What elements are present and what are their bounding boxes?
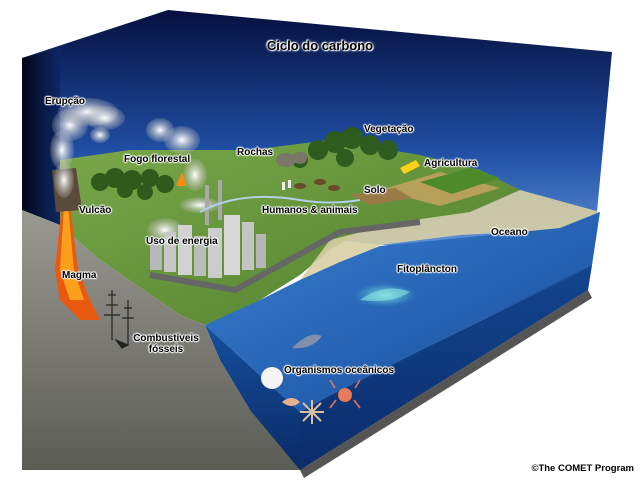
city-buildings [150, 180, 266, 278]
label-energy-use: Uso de energia [146, 236, 218, 247]
label-phytoplankton: Fitoplâncton [397, 264, 457, 275]
river [199, 195, 361, 213]
animals [294, 179, 340, 191]
tractor [400, 160, 420, 174]
magma-glow [60, 205, 84, 300]
fire-flame [176, 172, 186, 186]
label-ocean-organisms: Organismos oceânicos [284, 365, 395, 376]
ocean-surface [205, 212, 600, 412]
crab [329, 379, 361, 409]
label-fossil-fuels: Combustíveis fósseis [133, 333, 199, 355]
crop-rows [420, 168, 500, 194]
ground-cross-section [22, 210, 305, 470]
copyright-credit: ©The COMET Program [531, 463, 634, 474]
starfish [300, 400, 324, 424]
label-rocks: Rochas [237, 147, 274, 158]
sky-left-wall [22, 48, 60, 225]
label-agriculture: Agricultura [424, 158, 478, 169]
ocean-front-face [300, 265, 592, 470]
beach [270, 190, 600, 310]
label-soil: Solo [364, 185, 386, 196]
label-magma: Magma [62, 270, 97, 281]
eruption-plume [50, 98, 125, 198]
shell [261, 367, 283, 389]
label-eruption: Erupção [45, 96, 86, 107]
diagram-title: Ciclo do carbono [266, 38, 374, 53]
label-ocean: Oceano [491, 227, 528, 238]
phytoplankton-bloom [360, 288, 410, 301]
dolphin [292, 334, 322, 349]
soil-patch [350, 188, 412, 205]
base-edge [300, 290, 592, 478]
drilling-rigs [104, 290, 134, 349]
rocks [276, 152, 307, 167]
road [149, 219, 421, 294]
label-humans-animals: Humanos & animais [262, 205, 358, 216]
humans [282, 180, 291, 190]
coral [282, 398, 300, 406]
label-volcano: Vulcão [79, 205, 112, 216]
label-forest-fire: Fogo florestal [124, 154, 191, 165]
forest-trees [91, 168, 174, 200]
label-vegetation: Vegetação [364, 124, 414, 135]
